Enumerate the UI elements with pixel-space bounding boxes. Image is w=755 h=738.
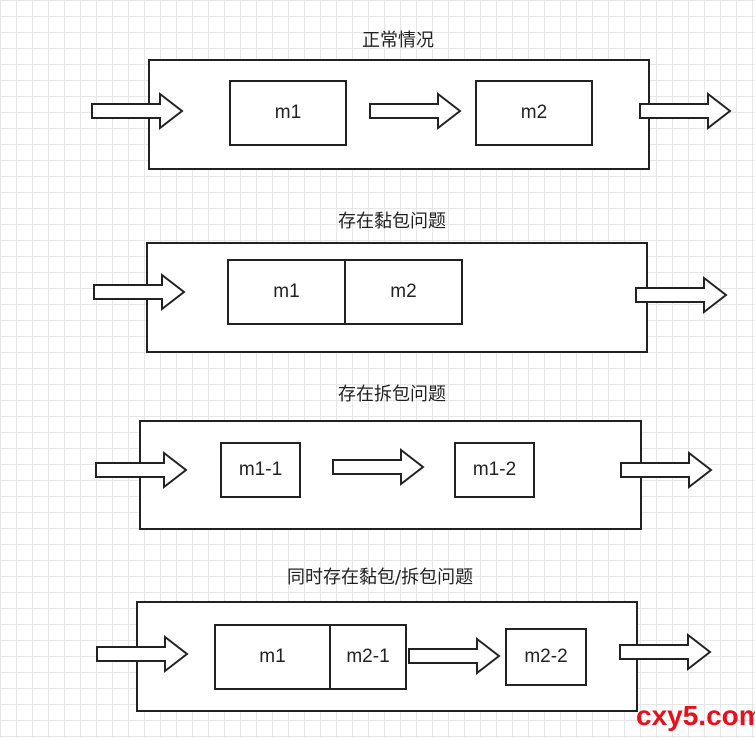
section-2-output-arrow — [635, 275, 728, 315]
section-3-message-m1-2: m1-2 — [454, 442, 535, 498]
section-3-output-arrow — [620, 450, 713, 490]
watermark-text: cxy5.com — [636, 700, 755, 731]
section-1-message-m2: m2 — [475, 80, 593, 146]
section-3-inner-arrow — [332, 447, 425, 487]
section-4-message-m2-2: m2-2 — [505, 628, 587, 686]
section-2-message-m2: m2 — [344, 259, 463, 325]
section-4-input-arrow — [96, 634, 189, 674]
section-1-message-m1: m1 — [229, 80, 347, 146]
section-3-input-arrow — [95, 450, 188, 490]
section-3-message-m1-1: m1-1 — [220, 442, 301, 498]
section-4-inner-arrow — [408, 636, 501, 676]
section-4-title: 同时存在黏包/拆包问题 — [287, 567, 474, 588]
section-1-input-arrow — [91, 91, 184, 131]
section-1-inner-arrow — [369, 91, 462, 131]
section-2-title: 存在黏包问题 — [338, 211, 446, 232]
section-1-title: 正常情况 — [362, 30, 434, 51]
section-4-message-m2-1: m2-1 — [329, 624, 407, 690]
section-3-title: 存在拆包问题 — [338, 384, 446, 405]
section-4-message-m1: m1 — [214, 624, 331, 690]
section-2-input-arrow — [93, 272, 186, 312]
section-1-output-arrow — [639, 91, 732, 131]
section-2-message-m1: m1 — [227, 259, 346, 325]
section-4-output-arrow — [619, 632, 712, 672]
